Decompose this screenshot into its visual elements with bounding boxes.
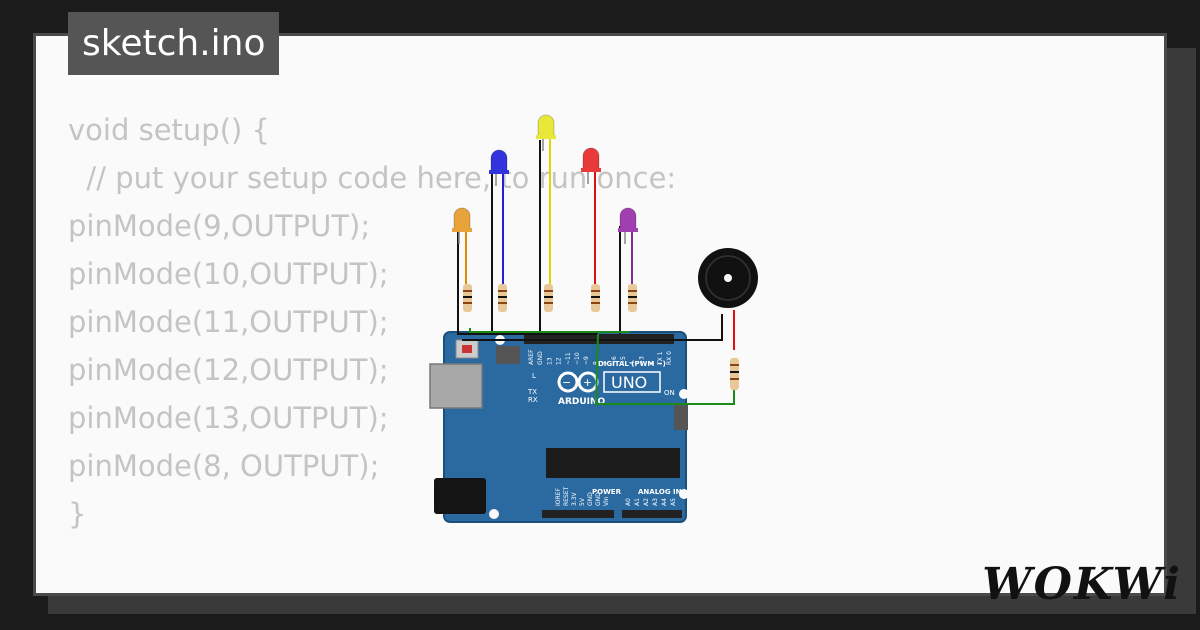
resistor[interactable] (544, 284, 553, 312)
code-line: pinMode(8, OUTPUT); (68, 449, 380, 483)
buzzer-icon[interactable] (698, 248, 758, 308)
code-line: pinMode(12,OUTPUT); (68, 353, 389, 387)
digital-pin-label: ~3 (638, 356, 645, 365)
led-icon[interactable] (618, 207, 638, 288)
analog-pin-label: A4 (661, 498, 668, 506)
digital-pin-label: ~5 (620, 356, 627, 365)
digital-pin-label: ~9 (583, 356, 590, 365)
power-pin-label: GND (587, 492, 594, 506)
board-model: UNO (611, 373, 647, 392)
arduino-uno-board[interactable]: − + UNO ARDUINO DIGITAL (PWM ~) POWER AN… (429, 331, 689, 523)
usb-port (429, 363, 483, 409)
led-group (452, 114, 638, 288)
led-icon[interactable] (452, 207, 472, 288)
analog-pin-label: A1 (634, 498, 641, 506)
digital-pin-label: RX 0 (666, 351, 673, 365)
digital-pin-label: 8 (592, 361, 599, 365)
led-icon[interactable] (489, 149, 509, 288)
power-pin-label: IOREF (555, 488, 562, 506)
resistors (463, 284, 739, 390)
code-editor: void setup() { // put your setup code he… (68, 106, 677, 593)
digital-pin-label: GND (537, 351, 544, 365)
led-label-tx: TX (527, 388, 537, 396)
digital-pin-label: 7 (602, 361, 609, 365)
preview-card: void setup() { // put your setup code he… (33, 33, 1167, 596)
power-pin-label: GND (595, 492, 602, 506)
digital-pin-label: AREF (528, 349, 535, 365)
digital-pin-label: ~11 (565, 352, 572, 365)
power-pin-label: 3.3V (571, 491, 578, 506)
analog-header (622, 510, 682, 518)
digital-pin-label: 2 (648, 361, 655, 365)
resistor[interactable] (498, 284, 507, 312)
power-jack (434, 478, 486, 514)
code-line: pinMode(13,OUTPUT); (68, 401, 389, 435)
code-line: } (68, 497, 87, 531)
resistor[interactable] (628, 284, 637, 312)
power-pin-label: RESET (563, 486, 570, 506)
digital-pin-label: ~6 (611, 356, 618, 365)
code-line: void setup() { (68, 113, 270, 147)
code-line: pinMode(10,OUTPUT); (68, 257, 389, 291)
digital-pin-label: 4 (629, 361, 636, 365)
led-icon[interactable] (536, 114, 556, 288)
digital-pin-label: 13 (546, 357, 553, 365)
digital-pin-label: ~10 (574, 352, 581, 365)
led-label-rx: RX (528, 396, 538, 404)
led-icon[interactable] (581, 147, 601, 288)
analog-pin-label: A3 (652, 498, 659, 506)
code-line: // put your setup code here, to run once… (68, 161, 677, 195)
analog-pin-label: A2 (643, 498, 650, 506)
digital-label: DIGITAL (PWM ~) (598, 360, 666, 368)
analog-pin-label: A0 (625, 498, 632, 506)
resistor[interactable] (463, 284, 472, 312)
power-header (542, 510, 614, 518)
svg-text:+: + (583, 376, 592, 389)
code-line: pinMode(9,OUTPUT); (68, 209, 371, 243)
power-pin-label: Vin (603, 496, 610, 506)
analog-pin-label: A5 (670, 498, 677, 506)
power-label: POWER (592, 488, 622, 496)
digital-pin-label: TX 1 (657, 351, 664, 366)
file-tab[interactable]: sketch.ino (68, 12, 280, 75)
digital-pin-label: 12 (556, 357, 563, 365)
resistor[interactable] (730, 358, 739, 390)
atmega-chip (546, 448, 680, 478)
led-label-l: L (532, 372, 536, 380)
wiring (457, 140, 735, 405)
wokwi-logo: WOKWi (982, 559, 1182, 610)
code-line: pinMode(11,OUTPUT); (68, 305, 389, 339)
power-pin-label: 5V (579, 497, 586, 506)
resistor[interactable] (591, 284, 600, 312)
on-label: ON (664, 389, 675, 397)
board-brand: ARDUINO (558, 397, 606, 407)
svg-text:−: − (562, 376, 571, 389)
analog-label: ANALOG IN (638, 488, 682, 496)
